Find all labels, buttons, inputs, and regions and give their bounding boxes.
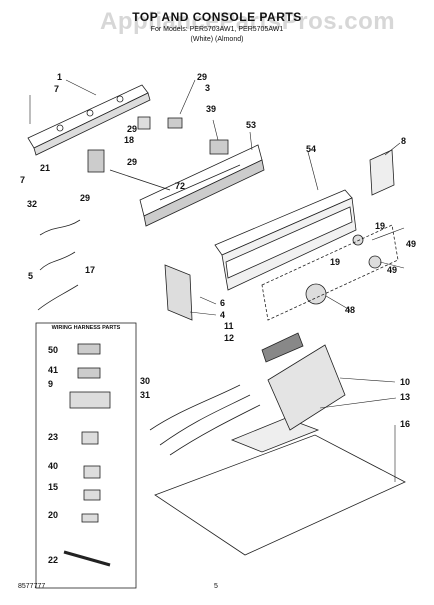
legend-part-23 [81,431,99,445]
wiring-legend-box [35,322,137,589]
callout-15: 15 [48,482,59,492]
harness-32 [39,219,81,236]
timer-21-part [87,149,105,173]
lint-cover-part [261,332,304,363]
callout-41: 41 [48,365,59,375]
callout-13: 13 [400,392,411,402]
callout-21: 21 [40,163,51,173]
switch-39-part [209,139,229,155]
harness-5 [37,284,79,311]
leader-lines [29,79,405,482]
legend-part-15 [83,489,101,501]
console-back-panel-part [139,144,265,227]
page-title: TOP AND CONSOLE PARTS [132,10,302,24]
callout-72: 72 [175,181,186,191]
callout-30: 30 [140,376,151,386]
callout-22: 22 [48,555,59,565]
callout-49b: 49 [387,265,398,275]
callout-29c: 29 [127,157,138,167]
callout-3: 3 [205,83,211,93]
lint-housing-part [267,344,346,431]
callout-49: 49 [406,239,417,249]
callout-50: 50 [48,345,59,355]
legend-part-9 [69,391,111,409]
legend-part-20 [81,513,99,523]
legend-part-22 [63,550,111,567]
knob-guide [261,224,399,321]
callout-39: 39 [206,104,217,114]
console-front-part [214,189,357,291]
footer-page-number: 5 [214,583,218,590]
callout-8: 8 [401,136,407,146]
callout-29b: 29 [127,124,138,134]
callout-18: 18 [124,135,135,145]
callout-1: 1 [57,72,63,82]
legend-part-41 [77,367,101,379]
legend-title: WIRING HARNESS PARTS [51,325,121,331]
wire-72-part [109,169,171,191]
callout-7: 7 [54,84,60,94]
watermark: AppliancePartsPros.com [100,8,396,35]
knob-19-part [352,234,364,246]
side-panel-part [164,264,193,321]
knob-18-part [137,116,151,130]
callout-11: 11 [224,321,234,331]
end-cap-part [369,149,395,196]
knob-48-part [305,283,327,305]
top-lid-part [154,434,406,556]
callout-48: 48 [345,305,356,315]
color-subtitle: (White) (Almond) [190,36,244,43]
callout-19b: 19 [330,257,341,267]
callout-29d: 29 [80,193,91,203]
knob-49-part [368,255,382,269]
callout-17: 17 [85,265,96,275]
legend-part-40 [83,465,101,479]
callout-31: 31 [140,390,151,400]
footer-part-number: 8577777 [18,583,46,590]
callout-12: 12 [224,333,235,343]
switch-part [167,117,183,129]
callout-4: 4 [220,310,226,320]
callout-7b: 7 [20,175,26,185]
lint-opening [230,417,320,453]
callout-40: 40 [48,461,59,471]
callout-29: 29 [197,72,208,82]
control-panel-part [27,84,151,156]
legend-part-50 [77,343,101,355]
callout-19: 19 [375,221,386,231]
main-harness [149,384,261,456]
callout-23: 23 [48,432,59,442]
callout-20: 20 [48,510,59,520]
callout-9: 9 [48,379,54,389]
model-subtitle: For Models: PER5703AW1, PER5705AW1 [150,26,284,33]
callout-5: 5 [28,271,34,281]
callout-10: 10 [400,377,411,387]
callout-6: 6 [220,298,226,308]
callout-53: 53 [246,120,257,130]
harness-17 [39,251,76,271]
callout-16: 16 [400,419,411,429]
callout-32: 32 [27,199,38,209]
callout-54: 54 [306,144,317,154]
